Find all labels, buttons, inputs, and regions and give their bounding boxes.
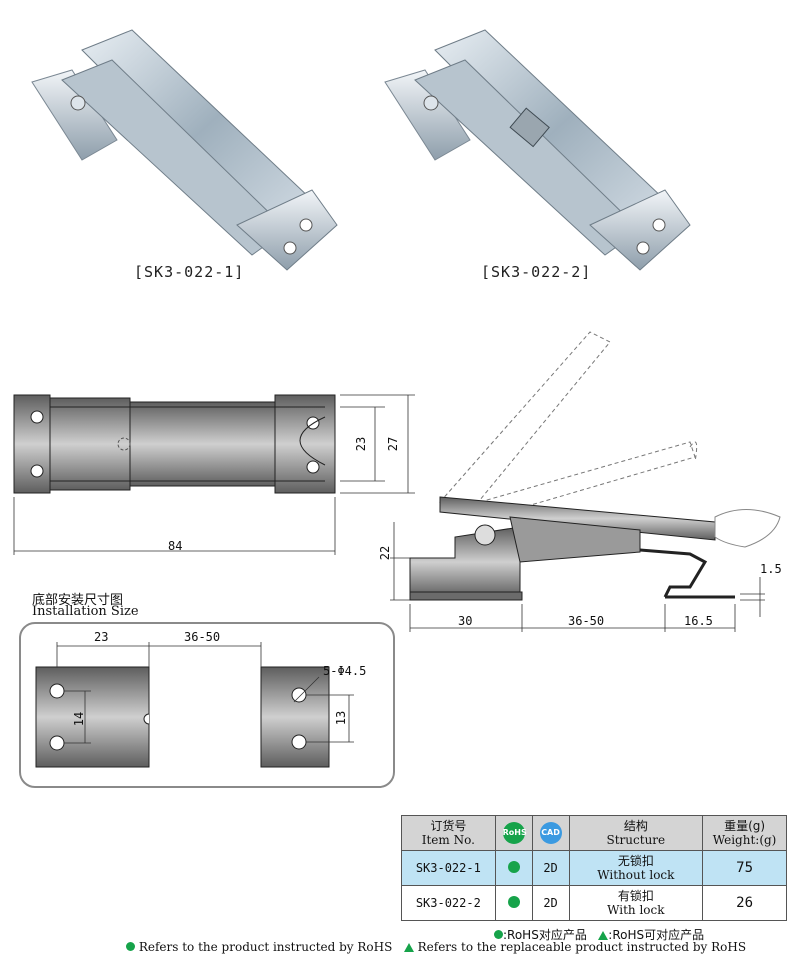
installation-drawing	[35, 642, 354, 768]
installation-title-en: Installation Size	[32, 604, 139, 619]
install-dim-range: 36-50	[184, 630, 221, 644]
table-header-row: 订货号 Item No. RoHS CAD 结构 Structure 重量(g)…	[401, 815, 787, 851]
rohs-triangle-icon	[403, 943, 414, 952]
dim-height: 22	[378, 545, 393, 561]
dim-range: 36-50	[568, 614, 605, 628]
row-cad: 2D	[531, 885, 570, 921]
table-row: SK3-022-2 2D 有锁扣 With lock 26	[401, 885, 787, 921]
rohs-triangle-icon	[598, 931, 609, 940]
rohs-icon: RoHS	[502, 822, 527, 844]
side-view-drawing	[390, 331, 781, 632]
row-structure: 无锁扣 Without lock	[568, 850, 704, 886]
header-cad: CAD	[531, 815, 570, 851]
row-rohs	[494, 885, 533, 921]
row-weight: 26	[702, 885, 787, 921]
cad-icon: CAD	[539, 822, 562, 844]
dim-width: 84	[168, 539, 183, 553]
install-dim-right-spacing: 13	[334, 710, 349, 726]
header-rohs: RoHS	[494, 815, 533, 851]
row-weight: 75	[702, 850, 787, 886]
product-photo-sk3-022-2	[384, 29, 691, 271]
top-view-drawing	[13, 394, 415, 555]
rohs-dot-icon	[494, 930, 503, 939]
spec-table: 订货号 Item No. RoHS CAD 结构 Structure 重量(g)…	[401, 815, 787, 921]
caption-sk3-022-1: [SK3-022-1]	[134, 263, 245, 281]
dim-thickness: 1.5	[760, 562, 782, 576]
install-dim-left-spacing: 14	[72, 711, 87, 727]
row-rohs	[494, 850, 533, 886]
rohs-dot-icon	[126, 942, 135, 951]
header-item: 订货号 Item No.	[401, 815, 496, 851]
legend-en: Refers to the product instructed by RoHS…	[126, 940, 746, 954]
install-dim-left: 23	[94, 630, 109, 644]
legend-zh: :RoHS对应产品 :RoHS可对应产品	[494, 926, 704, 943]
installation-title-zh: 底部安装尺寸图	[32, 593, 124, 608]
header-structure: 结构 Structure	[568, 815, 704, 851]
dim-inner: 23	[354, 436, 369, 452]
dim-base: 30	[458, 614, 473, 628]
row-item: SK3-022-1	[401, 850, 496, 886]
row-item: SK3-022-2	[401, 885, 496, 921]
rohs-dot-icon	[507, 860, 520, 873]
install-dim-hole: 5-Φ4.5	[323, 664, 367, 678]
installation-box	[19, 622, 395, 788]
table-row: SK3-022-1 2D 无锁扣 Without lock 75	[401, 850, 787, 886]
rohs-dot-icon	[507, 895, 520, 908]
dim-hook: 16.5	[684, 614, 713, 628]
header-weight: 重量(g) Weight:(g)	[702, 815, 787, 851]
caption-sk3-022-2: [SK3-022-2]	[481, 263, 592, 281]
row-cad: 2D	[531, 850, 570, 886]
product-photo-sk3-022-1	[31, 29, 338, 271]
row-structure: 有锁扣 With lock	[568, 885, 704, 921]
